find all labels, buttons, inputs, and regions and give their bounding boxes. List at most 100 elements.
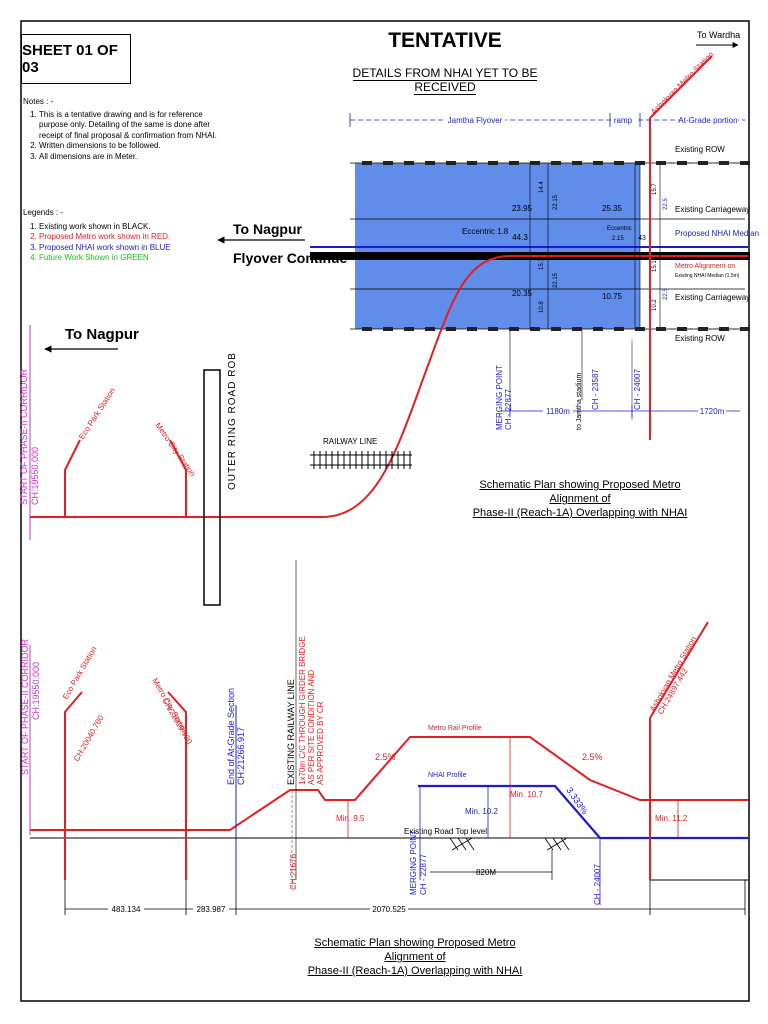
label-bg bbox=[193, 904, 229, 914]
label-bg bbox=[543, 406, 573, 416]
to-wardha-label: To Wardha bbox=[697, 30, 740, 40]
ch-23587-label: CH - 23587 bbox=[591, 369, 600, 410]
row-marker bbox=[425, 161, 435, 165]
metro-rail-profile-label: Metro Rail Profile bbox=[428, 725, 482, 732]
row-marker bbox=[614, 161, 624, 165]
dim-value: 25.35 bbox=[602, 204, 623, 213]
dim-value: 22.5 bbox=[663, 198, 669, 210]
legend-item: Proposed Metro work shown in RED. bbox=[39, 232, 223, 243]
dim-b-label: 283.987 bbox=[197, 905, 226, 914]
row-marker bbox=[698, 161, 708, 165]
existing-road-top-label: Existing Road Top level bbox=[404, 827, 487, 836]
row-marker bbox=[593, 327, 603, 331]
note-item: All dimensions are in Meter. bbox=[39, 152, 223, 163]
row-marker bbox=[509, 327, 519, 331]
merging-ch-plan: CH - 22877 bbox=[504, 389, 513, 430]
dim-value: 15.7 bbox=[652, 183, 658, 195]
row-marker bbox=[635, 327, 645, 331]
dim-value: 23.95 bbox=[512, 204, 533, 213]
existing-carriageway-label-bottom: Existing Carriageway bbox=[675, 293, 750, 302]
row-marker bbox=[404, 161, 414, 165]
eco-park-label-profile: Eco Park Station bbox=[61, 645, 99, 701]
railway-line-label: RAILWAY LINE bbox=[323, 437, 377, 446]
row-marker bbox=[425, 327, 435, 331]
eco-park-branch-plan bbox=[64, 439, 81, 517]
dim-value: 10.2 bbox=[652, 299, 658, 311]
row-marker bbox=[404, 327, 414, 331]
eco-park-label-plan: Eco Park Station bbox=[77, 386, 117, 441]
legends-list: Existing work shown in BLACK. Proposed M… bbox=[23, 222, 223, 264]
row-marker bbox=[740, 327, 750, 331]
dim-value: 15.1 bbox=[652, 260, 658, 272]
row-marker bbox=[551, 161, 561, 165]
row-marker bbox=[635, 161, 645, 165]
proposed-nhai-median-label: Proposed NHAI Median bbox=[675, 229, 759, 238]
label-bg bbox=[370, 904, 408, 914]
girder-note-3: AS APPROVED BY CR bbox=[316, 701, 325, 785]
girder-note-1: 1x70m C/C THROUGH GIRDER BRIDGE bbox=[298, 636, 307, 785]
eco-park-ch-profile: CH:20040.780 bbox=[72, 713, 106, 763]
row-marker bbox=[677, 327, 687, 331]
row-marker bbox=[509, 161, 519, 165]
row-marker bbox=[467, 327, 477, 331]
ch-21676-label: CH:21676 bbox=[289, 853, 298, 890]
row-marker bbox=[572, 161, 582, 165]
dim-value: 44.3 bbox=[512, 233, 528, 242]
ashokvan-station-slope bbox=[649, 55, 713, 119]
label-bg bbox=[611, 114, 635, 125]
ashokvan-slope-profile bbox=[649, 621, 709, 719]
metro-city-label-plan: Metro City Station bbox=[153, 421, 197, 478]
legend-item: Existing work shown in BLACK. bbox=[39, 222, 223, 233]
legends-block: Legends : - Existing work shown in BLACK… bbox=[23, 208, 223, 264]
plan-caption: Schematic Plan showing Proposed Metro Al… bbox=[460, 478, 700, 520]
eco-park-branch-profile bbox=[64, 691, 83, 880]
dim-value: 43 bbox=[638, 235, 646, 242]
plan-caption-line-1: Schematic Plan showing Proposed Metro Al… bbox=[479, 479, 681, 505]
start-ch-profile: CH:19550.000 bbox=[31, 662, 41, 720]
row-marker bbox=[488, 327, 498, 331]
dim-value: 22.5 bbox=[663, 288, 669, 300]
min-95-label: Min. 9.5 bbox=[336, 814, 365, 823]
grade-label-1: 2.5% bbox=[375, 752, 396, 762]
existing-nhai-median-label: Existing NHAI Median (1.5m) bbox=[675, 273, 740, 279]
metro-rail-profile-line bbox=[30, 736, 748, 831]
metro-city-ch-profile: CH:21019.930 bbox=[160, 697, 194, 747]
profile-caption-line-2: Phase-II (Reach-1A) Overlapping with NHA… bbox=[307, 965, 523, 977]
legends-heading: Legends : - bbox=[23, 208, 64, 217]
min-112-label: Min. 11.2 bbox=[655, 814, 688, 823]
metro-city-branch-profile bbox=[167, 691, 187, 880]
end-at-grade-label: End of At-Grade Section bbox=[226, 688, 236, 785]
metro-alignment-plan bbox=[30, 255, 748, 518]
sheet-number: SHEET 01 OF 03 bbox=[22, 42, 118, 76]
sheet-number-box: SHEET 01 OF 03 bbox=[21, 34, 131, 84]
dim-value: 22.15 bbox=[553, 194, 559, 210]
existing-row-label-bottom: Existing ROW bbox=[675, 334, 725, 343]
dim-c-label: 2070.525 bbox=[372, 905, 406, 914]
pier-hatch-2 bbox=[544, 837, 570, 851]
row-marker bbox=[383, 161, 393, 165]
row-marker bbox=[383, 327, 393, 331]
profile-caption: Schematic Plan showing Proposed Metro Al… bbox=[295, 936, 535, 978]
label-bg bbox=[680, 114, 738, 125]
start-label-plan: START OF PHASE-II CORRIDOR bbox=[19, 368, 29, 505]
notes-block: Notes : - This is a tentative drawing an… bbox=[23, 97, 223, 162]
label-bg bbox=[108, 904, 144, 914]
dim-value: 14.4 bbox=[539, 181, 545, 193]
nhai-profile-line bbox=[418, 784, 748, 840]
row-marker bbox=[614, 327, 624, 331]
dim-value: 10.75 bbox=[602, 292, 623, 301]
len-820-label: 820M bbox=[476, 868, 496, 877]
existing-railway-line-label: EXISTING RAILWAY LINE bbox=[286, 679, 296, 785]
row-marker bbox=[698, 327, 708, 331]
plan-caption-line-2: Phase-II (Reach-1A) Overlapping with NHA… bbox=[472, 507, 688, 519]
note-item: Written dimensions to be followed. bbox=[39, 141, 223, 152]
row-marker bbox=[446, 161, 456, 165]
row-marker bbox=[446, 327, 456, 331]
at-grade-label: At-Grade portion bbox=[678, 116, 737, 125]
ashokvan-station-label: Ashokvan Metro Station bbox=[649, 50, 715, 116]
eccentric-value: 2.15 bbox=[612, 236, 624, 242]
existing-row-label-top: Existing ROW bbox=[675, 145, 725, 154]
row-marker bbox=[530, 161, 540, 165]
pier-hatch-1 bbox=[449, 837, 475, 851]
